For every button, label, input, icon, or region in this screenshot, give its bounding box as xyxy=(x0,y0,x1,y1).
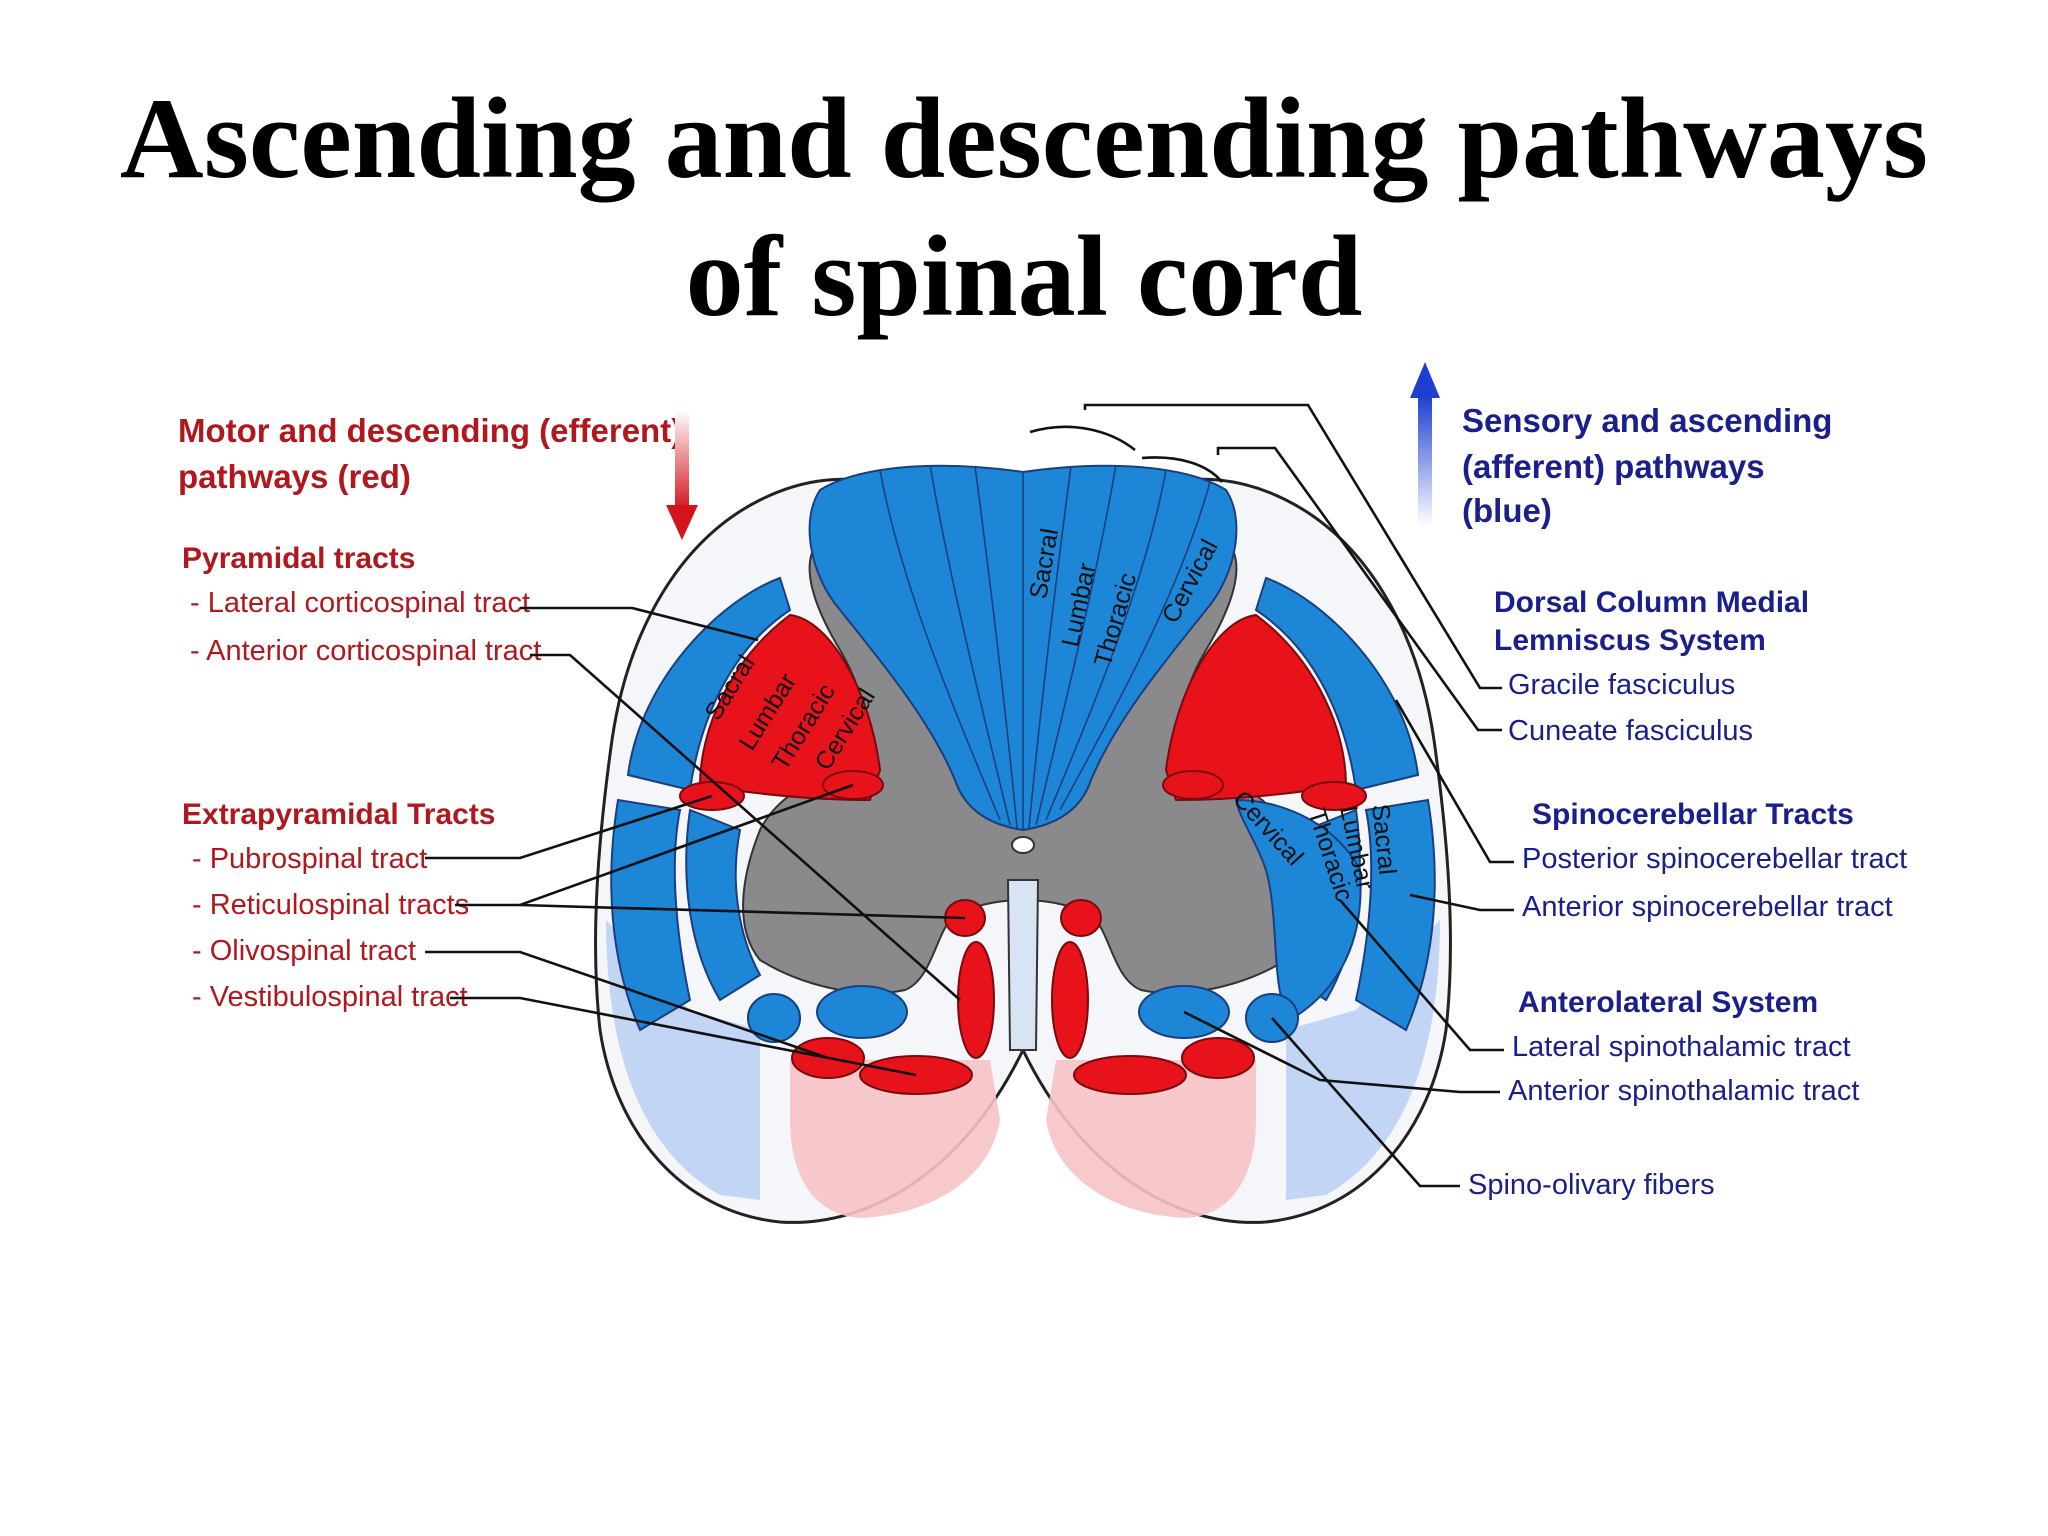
right-vestibulospinal xyxy=(1073,1055,1187,1095)
right-posterior-spinocerebellar xyxy=(1254,576,1420,792)
sensory-leader-lines xyxy=(1029,403,1514,1188)
motor-legend: Motor and descending (efferent) pathways… xyxy=(178,410,698,1013)
label-reticulospinal: - Reticulospinal tracts xyxy=(192,889,469,921)
left-anterior-corticospinal xyxy=(957,941,995,1059)
dorsal-heading-line-2: Lemniscus System xyxy=(1494,624,1766,657)
sensory-header-line-2: (afferent) pathways xyxy=(1462,448,1765,485)
sensory-header-line-1: Sensory and ascending xyxy=(1462,402,1832,439)
dorsal-column-dividers xyxy=(879,464,1211,830)
ventral-fissure xyxy=(1006,879,1040,1051)
faint-red-right xyxy=(1046,1060,1256,1218)
central-canal xyxy=(1011,836,1035,854)
faint-red-left xyxy=(790,1060,1000,1218)
motor-header-line-2: pathways (red) xyxy=(178,458,411,495)
arrow-up-icon xyxy=(1410,362,1440,526)
left-spinothalamic-bands xyxy=(685,808,762,1002)
spinocerebellar-heading: Spinocerebellar Tracts xyxy=(1532,798,1854,831)
left-anterior-spinocerebellar xyxy=(610,798,692,1032)
pyramidal-heading: Pyramidal tracts xyxy=(182,542,415,575)
label-olivospinal: - Olivospinal tract xyxy=(192,935,416,967)
label-lateral-spinothalamic: Lateral spinothalamic tract xyxy=(1512,1031,1851,1063)
title-line-1: Ascending and descending pathways xyxy=(119,75,1929,203)
arrow-down-icon xyxy=(666,410,698,540)
anterolateral-heading: Anterolateral System xyxy=(1518,986,1818,1019)
label-vestibulospinal: - Vestibulospinal tract xyxy=(192,981,468,1013)
motor-header-line-1: Motor and descending (efferent) xyxy=(178,412,682,449)
sensory-header-line-3: (blue) xyxy=(1462,492,1552,529)
right-ascending-fan xyxy=(1234,798,1362,1022)
label-anterior-spinocerebellar: Anterior spinocerebellar tract xyxy=(1522,891,1893,923)
right-olivospinal xyxy=(1181,1037,1255,1079)
right-anterior-spinocerebellar xyxy=(1354,798,1436,1032)
spinal-cord-section: Sacral Lumbar Thoracic Cervical Sacral L… xyxy=(594,464,1452,1224)
right-anterior-corticospinal xyxy=(1051,941,1089,1059)
left-posterior-spinocerebellar xyxy=(626,576,792,792)
label-anterior-corticospinal: - Anterior corticospinal tract xyxy=(190,635,541,667)
left-anterior-spinothalamic xyxy=(816,985,908,1039)
right-rubrospinal xyxy=(1301,781,1367,811)
left-spino-olivary xyxy=(747,993,801,1043)
label-spino-olivary: Spino-olivary fibers xyxy=(1468,1169,1715,1201)
right-reticulospinal xyxy=(1162,770,1224,800)
label-posterior-spinocerebellar: Posterior spinocerebellar tract xyxy=(1522,843,1907,875)
page-title: Ascending and descending pathways of spi… xyxy=(0,70,2048,346)
title-line-2: of spinal cord xyxy=(685,213,1363,341)
label-lateral-corticospinal: - Lateral corticospinal tract xyxy=(190,587,530,619)
label-gracile: Gracile fasciculus xyxy=(1508,669,1735,701)
extrapyramidal-heading: Extrapyramidal Tracts xyxy=(182,798,496,831)
right-lateral-corticospinal xyxy=(1164,613,1348,802)
sensory-legend: Sensory and ascending (afferent) pathway… xyxy=(1410,362,1907,1201)
label-anterior-spinothalamic: Anterior spinothalamic tract xyxy=(1508,1075,1859,1107)
right-anterior-corticospinal-upper xyxy=(1060,899,1102,937)
left-lateral-corticospinal xyxy=(698,613,882,802)
label-cuneate: Cuneate fasciculus xyxy=(1508,715,1753,747)
label-rubrospinal: - Pubrospinal tract xyxy=(192,843,427,875)
dorsal-heading-line-1: Dorsal Column Medial xyxy=(1494,586,1809,619)
motor-leader-lines xyxy=(425,606,966,1077)
